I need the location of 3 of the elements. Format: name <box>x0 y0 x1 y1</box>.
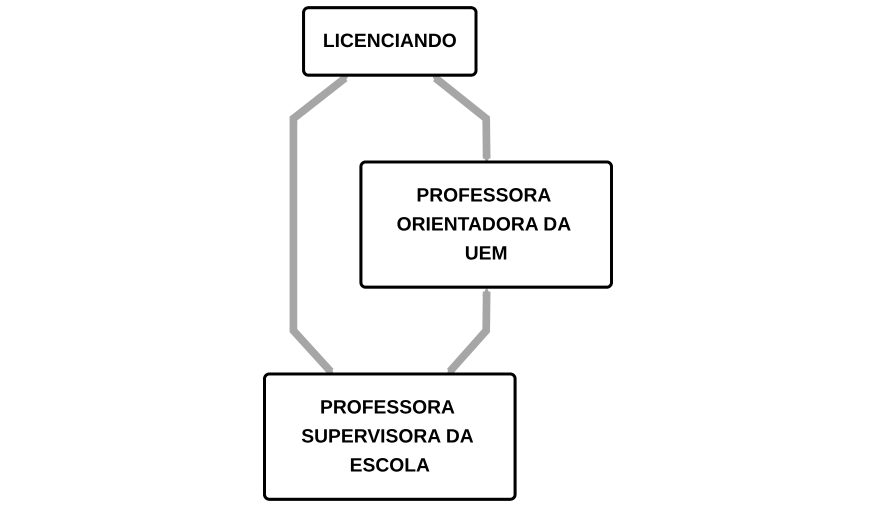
arrow <box>290 75 348 375</box>
arrow <box>446 288 491 375</box>
arrow <box>432 75 491 163</box>
